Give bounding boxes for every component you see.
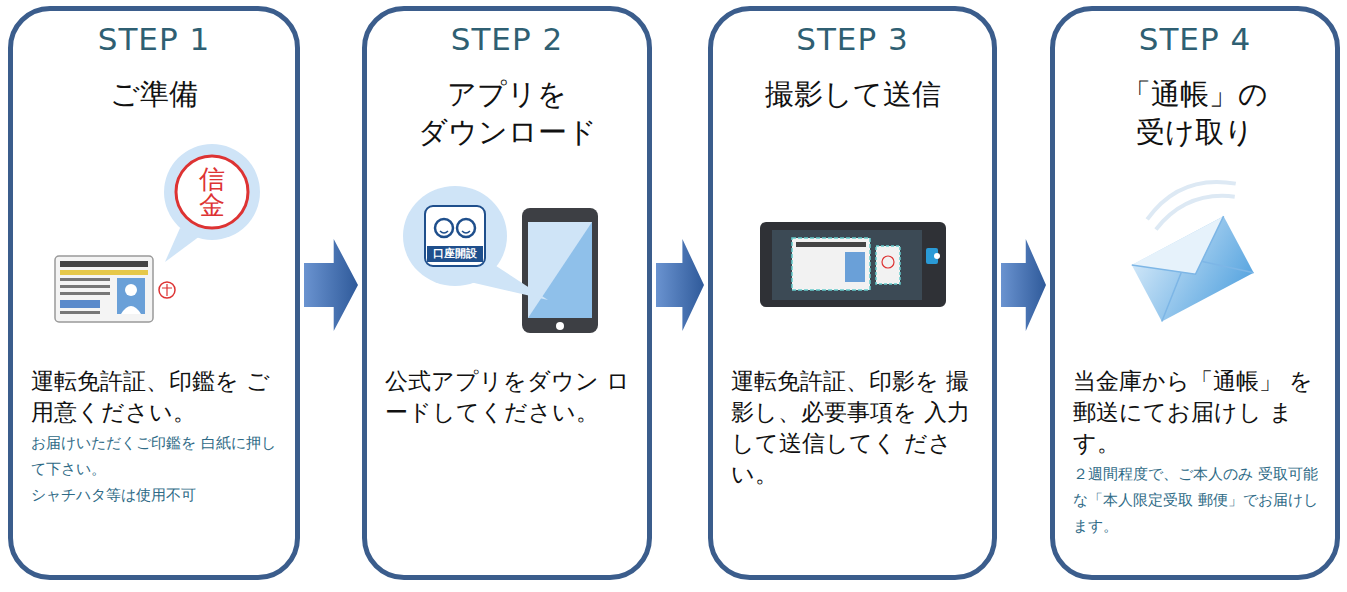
envelope [1111,166,1276,322]
step-box: STEP 4 「通帳」の 受け取り当金庫から「通帳」 を郵送にてお届けし ます。２… [1050,6,1340,580]
step-number: STEP 4 [1065,19,1325,59]
step-header: STEP 1 ご準備 [23,19,285,113]
phone [522,208,598,333]
app-name: 口座開設 [433,247,477,260]
step-box: STEP 3 撮影して送信運転免許証、印影を 撮影し、必要事項を 入力して送信して… [708,6,997,580]
step-content: 当金庫から「通帳」 を郵送にてお届けし ます。２週間程度で、ご本人のみ 受取可能… [1073,366,1321,539]
step-note: ２週間程度で、ご本人のみ 受取可能な「本人限定受取 郵便」でお届けします。 [1073,461,1321,539]
step-title: 撮影して送信 [723,75,982,113]
step-description: 運転免許証、印鑑を ご用意ください。 [31,366,281,428]
step-description: 運転免許証、印影を 撮影し、必要事項を 入力して送信してく ださい。 [731,366,978,490]
step-header: STEP 3 撮影して送信 [723,19,982,113]
step-arrow [1001,239,1046,331]
step-title: ご準備 [23,75,285,113]
step-box: STEP 1 ご準備運転免許証、印鑑を ご用意ください。お届けいただくご印鑑を 白… [8,6,300,580]
step-number: STEP 3 [723,19,982,59]
step-content: 運転免許証、印鑑を ご用意ください。お届けいただくご印鑑を 白紙に押して下さい。… [31,366,281,508]
step-number: STEP 1 [23,19,285,59]
step-arrow [304,239,358,331]
step-arrow [656,239,704,331]
step-title: アプリを ダウンロード [377,75,637,151]
step-title: 「通帳」の 受け取り [1065,75,1325,151]
step-content: 運転免許証、印影を 撮影し、必要事項を 入力して送信してく ださい。 [731,366,978,490]
seal-text: 信金 [199,166,225,218]
step-note: シャチハタ等は使用不可 [31,482,281,508]
license-card [55,256,153,322]
step-header: STEP 4 「通帳」の 受け取り [1065,19,1325,151]
step-number: STEP 2 [377,19,637,59]
step-note: お届けいただくご印鑑を 白紙に押して下さい。 [31,430,281,482]
seal-bubble [164,144,260,262]
tablet [760,222,946,307]
step-box: STEP 2 アプリを ダウンロード公式アプリをダウン ロードしてください。 [362,6,652,580]
step-content: 公式アプリをダウン ロードしてください。 [385,366,633,428]
seal-stamp [159,282,175,298]
step-description: 当金庫から「通帳」 を郵送にてお届けし ます。 [1073,366,1321,459]
step-header: STEP 2 アプリを ダウンロード [377,19,637,151]
step-description: 公式アプリをダウン ロードしてください。 [385,366,633,428]
app-bubble [403,186,548,300]
